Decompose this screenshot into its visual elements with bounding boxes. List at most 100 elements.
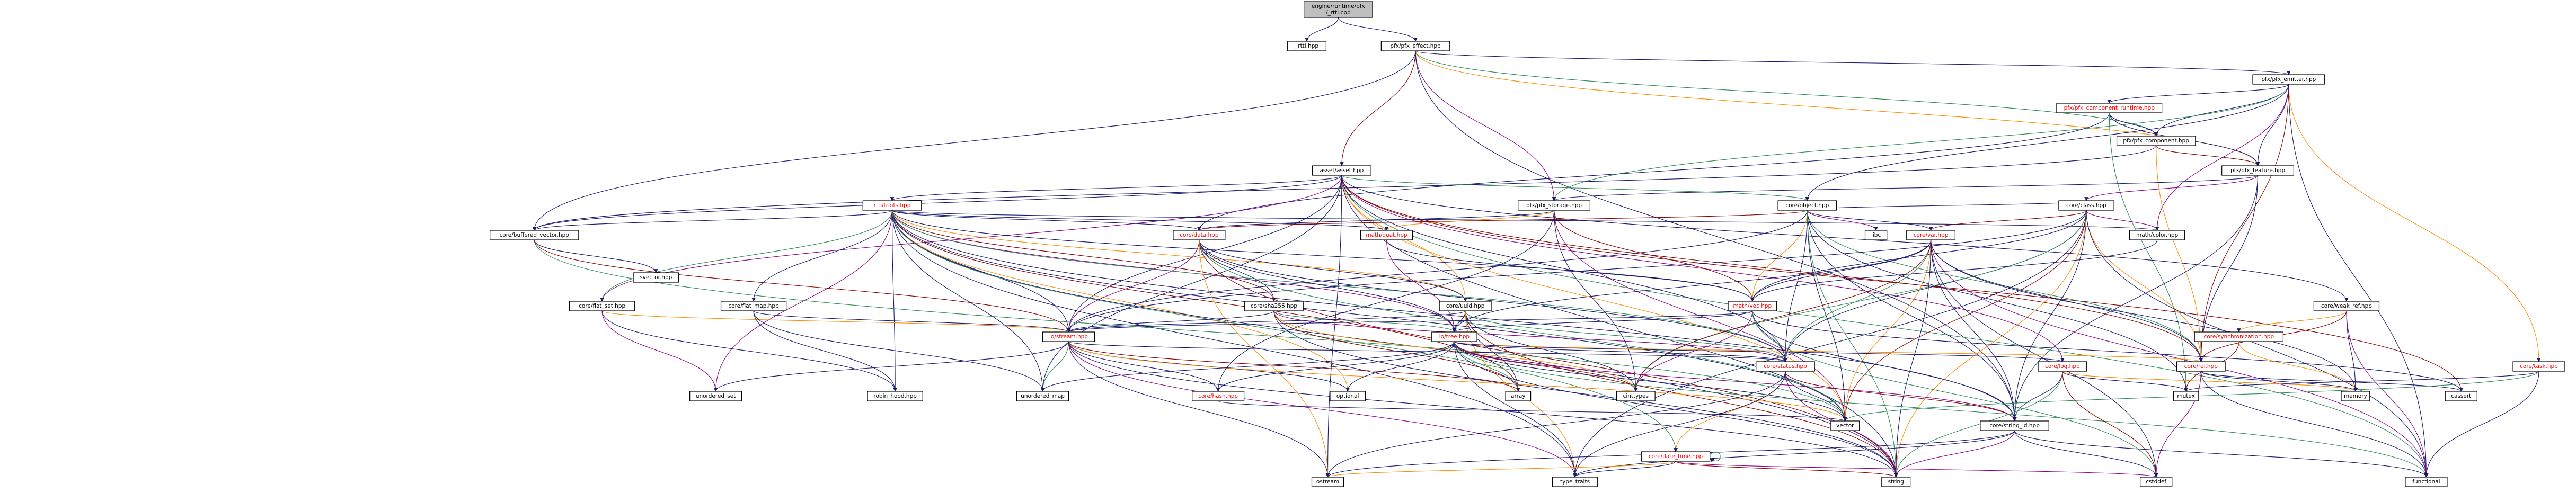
node-box [1192, 391, 1245, 401]
node-cinttypes[interactable]: cinttypes [1616, 391, 1656, 401]
node-libc[interactable]: libc [1864, 230, 1888, 240]
edge-core-class-to-type-traits [1573, 210, 2087, 478]
node-svector[interactable]: svector.hpp [633, 272, 679, 283]
node-memory[interactable]: memory [2341, 391, 2370, 401]
edge-rtti-traits-to-core-data [891, 210, 1201, 231]
edge-pfx-emitter-to-pfx-comp-runtime [2107, 84, 2289, 104]
node-core-hash[interactable]: core/hash.hpp [1192, 391, 1245, 401]
node-math-color[interactable]: math/color.hpp [2129, 230, 2185, 240]
node-core-uuid[interactable]: core/uuid.hpp [1439, 301, 1492, 311]
edge-core-object-to-core-var [1807, 210, 1933, 231]
node-io-stream[interactable]: io/stream.hpp [1042, 331, 1095, 342]
node-core-class[interactable]: core/class.hpp [2058, 200, 2114, 211]
node-core-flat-set[interactable]: core/flat_set.hpp [569, 301, 635, 311]
edge-pfx-effect-to-core-string-id [1415, 50, 2017, 422]
node-label: ostream [1316, 479, 1339, 485]
node-core-object[interactable]: core/object.hpp [1777, 200, 1837, 211]
edge-core-log-to-mutex [2062, 371, 2188, 392]
node-box [1287, 41, 1326, 51]
node-pfx-component[interactable]: pfx/pfx_component.hpp [2116, 136, 2196, 146]
edge-root-to--rtti-hpp [1305, 17, 1339, 42]
node-label: memory [2344, 393, 2367, 399]
node-cstddef[interactable]: cstddef [2140, 477, 2173, 487]
edge-pfx-storage-to-math-vec [1553, 210, 1755, 302]
edge-pfx-storage-to-core-hash [1216, 210, 1555, 392]
node-pfx-feature[interactable]: pfx/pfx_feature.hpp [2221, 165, 2294, 176]
edge-core-object-to-string [1807, 210, 1898, 478]
node-label: core/task.hpp [2520, 363, 2558, 370]
node-core-log[interactable]: core/log.hpp [2038, 361, 2087, 372]
node-rtti-traits[interactable]: rtti/traits.hpp [862, 200, 922, 211]
node-unordered-set[interactable]: unordered_set [689, 391, 742, 401]
node-box [2129, 230, 2185, 240]
edge-core-log-to-string [1893, 371, 2063, 478]
node-math-vec[interactable]: math/vec.hpp [1728, 301, 1777, 311]
node-cassert[interactable]: cassert [2445, 391, 2477, 401]
node-box [1830, 420, 1860, 431]
edge-core-object-to-libc [1807, 210, 1878, 231]
node-pfx-comp-runtime[interactable]: pfx/pfx_component_runtime.hpp [2056, 103, 2163, 113]
node-vector[interactable]: vector [1830, 420, 1860, 431]
edge-asset-to-ostream [1325, 175, 1342, 478]
edge-math-vec-to-cstddef [1752, 310, 2158, 478]
node-label: optional [1336, 393, 1359, 399]
edge-math-vec-to-io-stream [1067, 310, 1753, 333]
node-optional[interactable]: optional [1330, 391, 1366, 401]
edge-core-var-to-cinttypes [1633, 239, 1932, 392]
node-mutex[interactable]: mutex [2173, 391, 2199, 401]
node-asset[interactable]: asset/asset.hpp [1312, 165, 1371, 176]
node-box [2173, 391, 2199, 401]
edge-io-tree-to-functional [1454, 341, 2429, 478]
node-core-data[interactable]: core/data.hpp [1173, 230, 1226, 240]
node-ostream[interactable]: ostream [1311, 477, 1344, 487]
edge-asset-to-core-buffered-vector [532, 175, 1342, 231]
node-label: core/sha256.hpp [1251, 303, 1298, 309]
edge-core-object-to-mutex [1807, 210, 2188, 392]
edge-core-var-to-cstddef [1931, 239, 2158, 478]
edge-core-date-time-to-type-traits [1573, 461, 1676, 478]
node--rtti-hpp[interactable]: _rtti.hpp [1287, 41, 1326, 51]
node-pfx-storage[interactable]: pfx/pfx_storage.hpp [1518, 200, 1590, 211]
node-label: engine/runtime/pfx [1312, 3, 1365, 10]
node-io-tree[interactable]: io/tree.hpp [1431, 331, 1477, 342]
edge-core-flat-set-to-robin-hood [601, 310, 897, 392]
edge-math-vec-to-core-string-id [1752, 310, 2017, 422]
edge-core-uuid-to-cinttypes [1465, 310, 1638, 392]
node-string[interactable]: string [1881, 477, 1911, 487]
node-array[interactable]: array [1505, 391, 1532, 401]
node-type-traits[interactable]: type_traits [1552, 477, 1598, 487]
edge-core-data-to-core-uuid [1199, 239, 1467, 302]
edge-pfx-component-to-core-buffered-vector [532, 145, 2157, 231]
edge-math-quat-to-io-tree [1386, 239, 1457, 333]
node-core-sha256[interactable]: core/sha256.hpp [1244, 301, 1304, 311]
node-core-var[interactable]: core/var.hpp [1906, 230, 1955, 240]
edge-core-sha256-to-io-stream [1066, 310, 1274, 333]
node-robin-hood[interactable]: robin_hood.hpp [867, 391, 923, 401]
node-core-weak-ref[interactable]: core/weak_ref.hpp [2313, 301, 2380, 311]
node-pfx-effect[interactable]: pfx/pfx_effect.hpp [1380, 41, 1450, 51]
edge-core-date-time-to-cstddef [1675, 461, 2158, 478]
node-core-string-id[interactable]: core/string_id.hpp [1980, 420, 2049, 431]
edge-rtti-traits-to-math-color [891, 210, 2159, 231]
node-box [2341, 391, 2370, 401]
edge-asset-to-core-weak-ref [1341, 175, 2349, 302]
edge-asset-to-unordered-map [1040, 175, 1342, 392]
node-core-task[interactable]: core/task.hpp [2512, 361, 2565, 372]
node-core-date-time[interactable]: core/date_time.hpp [1641, 451, 1711, 462]
node-core-ref[interactable]: core/ref.hpp [2176, 361, 2226, 372]
node-core-status[interactable]: core/status.hpp [1756, 361, 1815, 372]
edge-core-ref-to-memory [2200, 371, 2358, 392]
node-math-quat[interactable]: math/quat.hpp [1360, 230, 1413, 240]
node-core-flat-map[interactable]: core/flat_map.hpp [720, 301, 787, 311]
node-core-sync-conc[interactable]: core/synchronization.hpp [2194, 331, 2284, 342]
edge-core-log-to-cstddef [2062, 371, 2158, 478]
node-unordered-map[interactable]: unordered_map [1016, 391, 1069, 401]
node-functional[interactable]: functional [2405, 477, 2448, 487]
edge-root-to-pfx-effect [1338, 17, 1418, 42]
edge-io-stream-to-unordered-set [713, 341, 1069, 392]
node-box [1303, 1, 1373, 18]
node-pfx-emitter[interactable]: pfx/pfx_emitter.hpp [2252, 74, 2325, 85]
edge-asset-to-core-flat-set [600, 175, 1342, 302]
node-core-buffered-vector[interactable]: core/buffered_vector.hpp [490, 230, 579, 240]
edge-io-stream-to-array [1068, 341, 1520, 392]
